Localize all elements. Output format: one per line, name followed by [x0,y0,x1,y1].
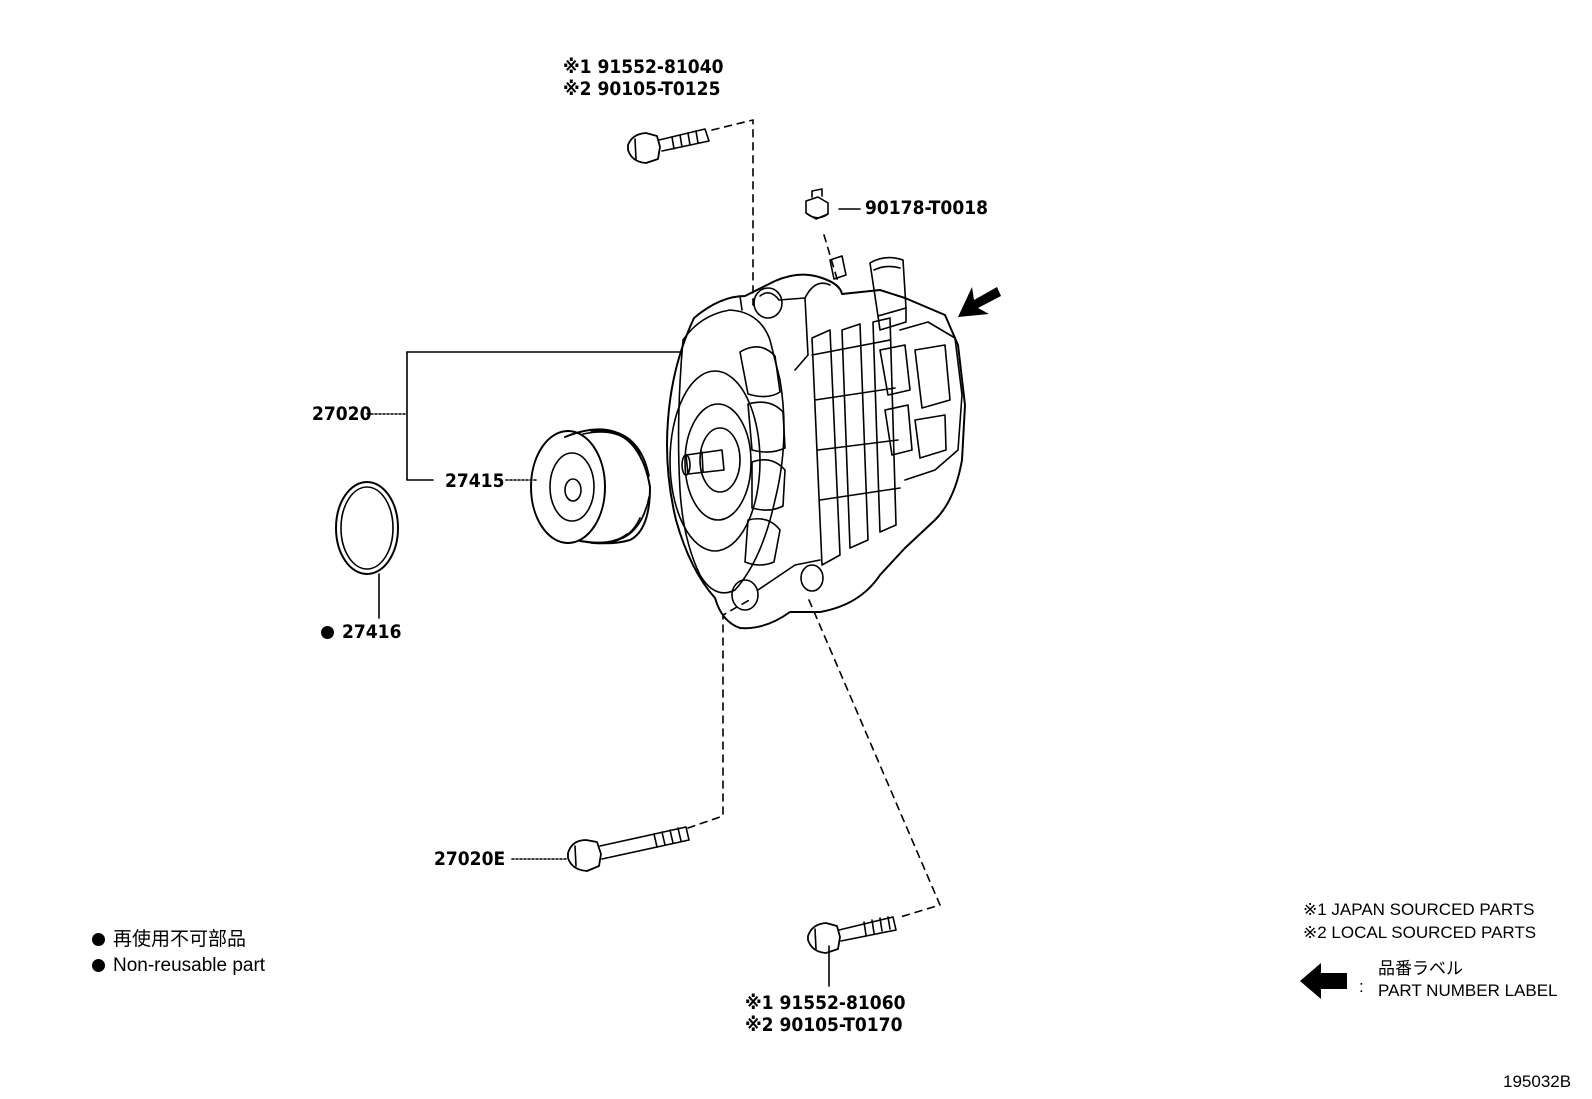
legend-arrow-icon [1300,963,1347,999]
legend-non-reusable-en-text: Non-reusable part [113,955,266,976]
alternator-icon [666,255,966,630]
o-ring-icon [335,481,399,575]
legend-local-sourced: ※2 LOCAL SOURCED PARTS [1303,923,1537,942]
top-bolt-part-number-1: ※1 91552-81040 [563,56,724,78]
legend-non-reusable-en: Non-reusable part [92,953,265,979]
nut-icon [805,188,829,220]
legend-non-reusable-jp-text: 再使用不可部品 [113,929,247,950]
pulley-icon [530,428,651,545]
legend-dot-icon [92,933,105,946]
legend-label-separator: : [1359,977,1364,996]
leader-lines [366,208,861,987]
ring-part-number: 27416 [321,622,401,643]
legend-dot-icon [92,959,105,972]
long-bolt-part-number: 27020E [434,848,506,870]
dashed-assembly-lines [687,119,941,919]
long-bolt-icon [567,826,690,872]
illustration-id: 195032B [1503,1072,1572,1091]
nut-part-number: 90178-T0018 [865,197,989,219]
alternator-part-number: 27020 [312,403,372,425]
legend-part-number-label-jp: 品番ラベル [1378,959,1463,978]
label-location-arrow-icon [958,287,1001,317]
legend-non-reusable-jp: 再使用不可部品 [92,927,246,953]
bottom-bolt-part-number-2: ※2 90105-T0170 [745,1014,903,1036]
top-bolt-part-number-2: ※2 90105-T0125 [563,78,721,100]
non-reusable-marker-icon [321,626,334,639]
ring-part-number-text: 27416 [342,621,402,643]
bottom-bolt-part-number-1: ※1 91552-81060 [745,992,906,1014]
legend-part-number-label-en: PART NUMBER LABEL [1378,981,1558,1000]
legend-japan-sourced: ※1 JAPAN SOURCED PARTS [1303,900,1535,919]
top-bolt-icon [627,128,710,164]
bottom-bolt-icon [807,916,897,954]
pulley-part-number: 27415 [445,470,505,492]
